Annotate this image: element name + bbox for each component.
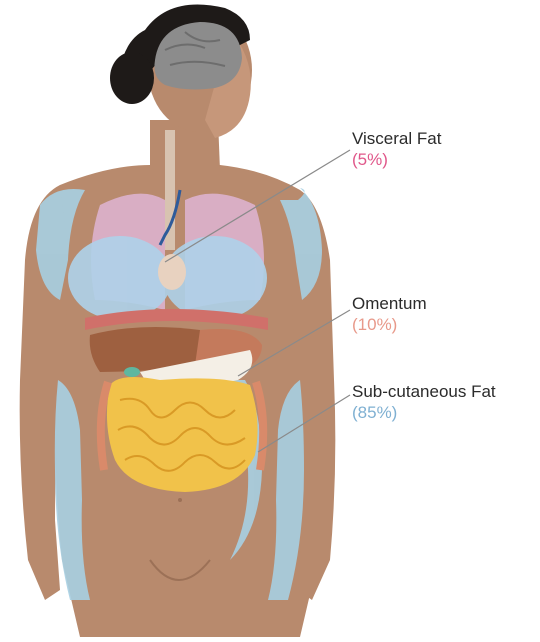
intestines bbox=[107, 377, 258, 492]
navel bbox=[178, 498, 182, 502]
subcutaneous-fat-name: Sub-cutaneous Fat bbox=[352, 381, 496, 402]
omentum-label: Omentum (10%) bbox=[352, 293, 427, 335]
omentum-name: Omentum bbox=[352, 293, 427, 314]
visceral-fat-percent: (5%) bbox=[352, 149, 441, 170]
visceral-fat-name: Visceral Fat bbox=[352, 128, 441, 149]
subcutaneous-fat-percent: (85%) bbox=[352, 402, 496, 423]
gallbladder bbox=[124, 367, 140, 377]
heart bbox=[158, 254, 186, 290]
visceral-fat-label: Visceral Fat (5%) bbox=[352, 128, 441, 170]
omentum-percent: (10%) bbox=[352, 314, 427, 335]
subcutaneous-fat-label: Sub-cutaneous Fat (85%) bbox=[352, 381, 496, 423]
hair-bun bbox=[110, 52, 154, 104]
